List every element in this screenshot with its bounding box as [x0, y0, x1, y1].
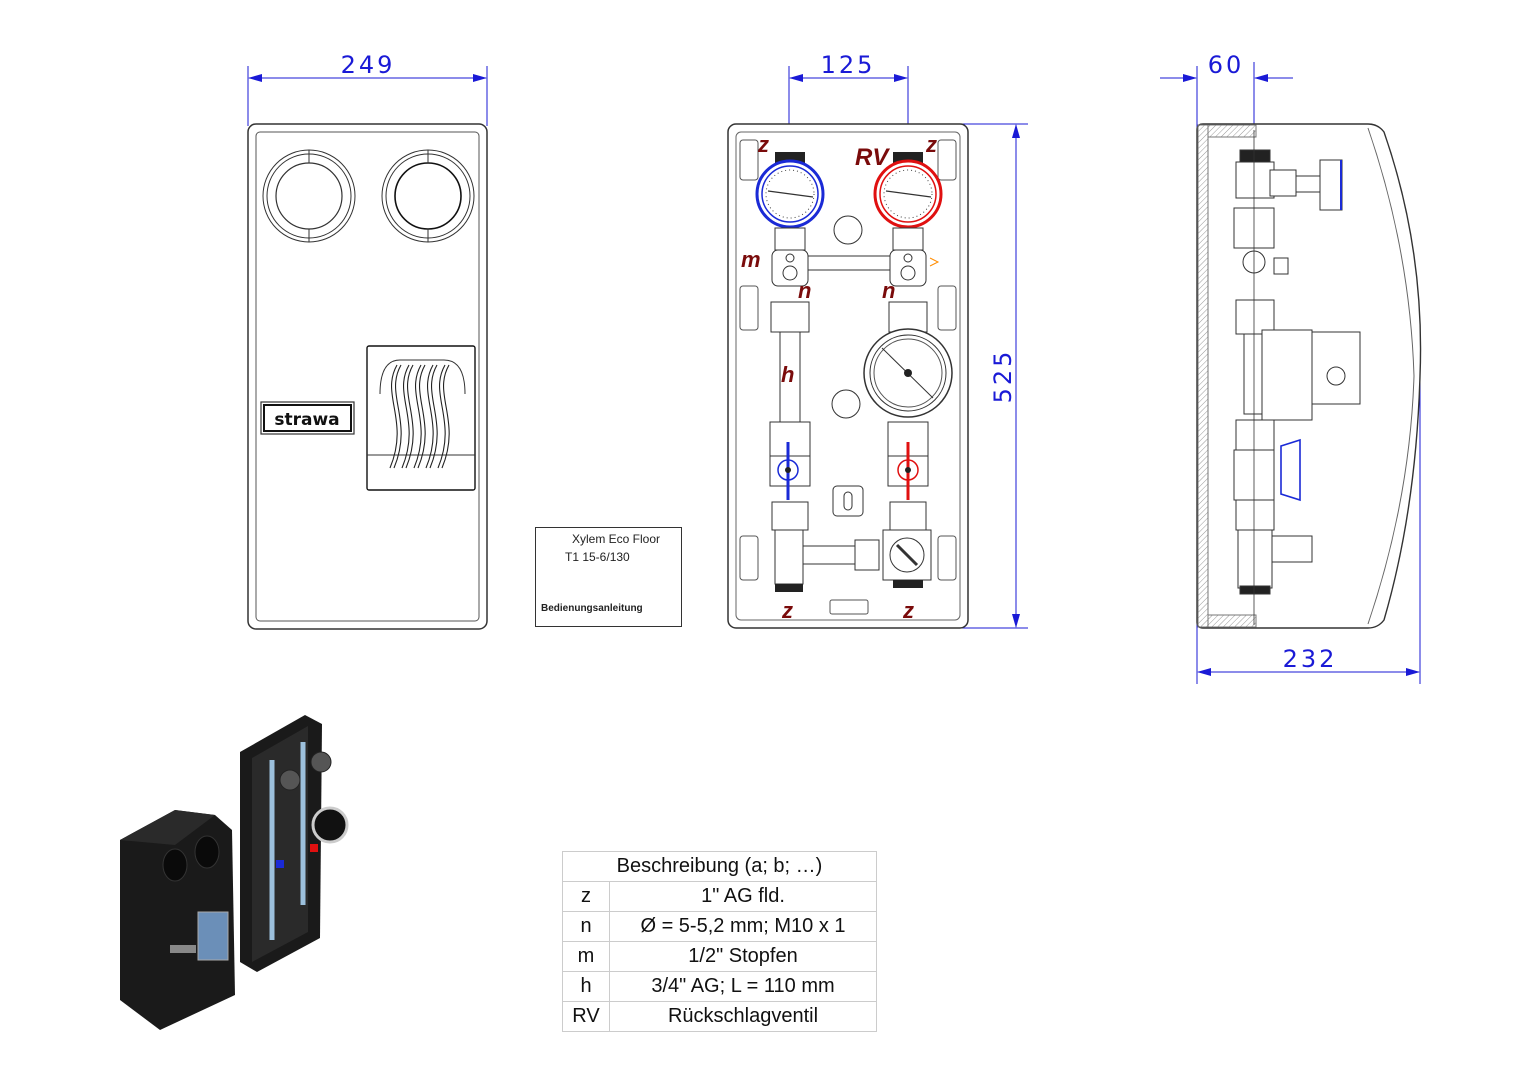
- wave-badge: [366, 345, 476, 491]
- dim-axis-spacing: 125: [821, 51, 876, 79]
- logo-text: strawa: [274, 410, 339, 430]
- slot-hole: [843, 491, 853, 511]
- ball-valve-return: [769, 421, 811, 531]
- label-z-top-right: z: [925, 132, 937, 157]
- render-cover: [120, 810, 235, 1030]
- legend-value: Rückschlagventil: [609, 1001, 877, 1032]
- knockout-hole: [831, 389, 861, 419]
- strawa-logo: strawa: [260, 401, 355, 435]
- label-rv: RV: [855, 144, 890, 171]
- cover-opening-left: [262, 149, 356, 243]
- legend-header: Beschreibung (a; b; …): [562, 851, 877, 882]
- label-n-left: n: [798, 278, 811, 303]
- dim-front-width: 249: [341, 51, 396, 79]
- dim-wall-offset: 60: [1208, 51, 1245, 79]
- label-n-right: n: [882, 278, 895, 303]
- front-open-view: 125 525: [727, 51, 1028, 629]
- legend-key: RV: [562, 1001, 610, 1032]
- legend-row: m 1/2" Stopfen: [562, 941, 877, 972]
- valve-tees: [770, 227, 940, 333]
- backplate-section: [1197, 124, 1209, 628]
- label-z-bottom-right: z: [902, 598, 914, 623]
- cover-opening-right: [381, 149, 475, 243]
- legend-header-row: Beschreibung (a; b; …): [562, 851, 877, 882]
- wall-mount-slot: [832, 485, 864, 517]
- label-h: h: [781, 362, 794, 387]
- legend-key: h: [562, 971, 610, 1002]
- legend-table: Beschreibung (a; b; …) z 1" AG fld. n Ø …: [562, 851, 877, 1032]
- legend-row: h 3/4" AG; L = 110 mm: [562, 971, 877, 1002]
- cover-inner-edge: [255, 131, 480, 622]
- gauge-supply: [873, 152, 943, 229]
- label-z-bottom-left: z: [781, 598, 793, 623]
- nameplate-title: Xylem Eco Floor: [572, 532, 661, 546]
- dim-depth: 232: [1283, 645, 1338, 673]
- nameplate: Xylem Eco Floor T1 15-6/130 Bedienungsan…: [535, 527, 682, 627]
- nameplate-manual: Bedienungsanleitung: [541, 603, 643, 614]
- dim-height: 525: [989, 349, 1017, 404]
- front-cover-view: 249 strawa: [247, 51, 488, 630]
- ball-valve-supply: [887, 421, 929, 531]
- render-backplate: [240, 715, 349, 972]
- cover-side-curve: [1367, 127, 1415, 625]
- mixing-valve: [774, 529, 932, 592]
- legend-key: z: [562, 881, 610, 912]
- legend-row: z 1" AG fld.: [562, 881, 877, 912]
- knockout-hole: [833, 215, 863, 245]
- legend-key: m: [562, 941, 610, 972]
- legend-value: 3/4" AG; L = 110 mm: [609, 971, 877, 1002]
- legend-row: n Ø = 5-5,2 mm; M10 x 1: [562, 911, 877, 942]
- legend-value: 1" AG fld.: [609, 881, 877, 912]
- circulation-pump: [863, 328, 953, 418]
- side-view: 60 232: [1160, 51, 1422, 684]
- backplate-section-bottom: [1207, 614, 1257, 628]
- isometric-render: [120, 715, 349, 1030]
- legend-value: Ø = 5-5,2 mm; M10 x 1: [609, 911, 877, 942]
- backplate-section-top: [1207, 124, 1257, 138]
- label-m: m: [741, 247, 761, 272]
- side-fittings: [1233, 149, 1361, 595]
- gauge-return: [755, 152, 825, 229]
- backplate-ribs: [739, 139, 957, 615]
- backplate-inner: [735, 131, 961, 621]
- legend-key: n: [562, 911, 610, 942]
- label-z-top-left: z: [757, 132, 769, 157]
- legend-value: 1/2" Stopfen: [609, 941, 877, 972]
- legend-row: RV Rückschlagventil: [562, 1001, 877, 1032]
- side-valve-handle: [1280, 438, 1301, 502]
- nameplate-model: T1 15-6/130: [565, 550, 630, 564]
